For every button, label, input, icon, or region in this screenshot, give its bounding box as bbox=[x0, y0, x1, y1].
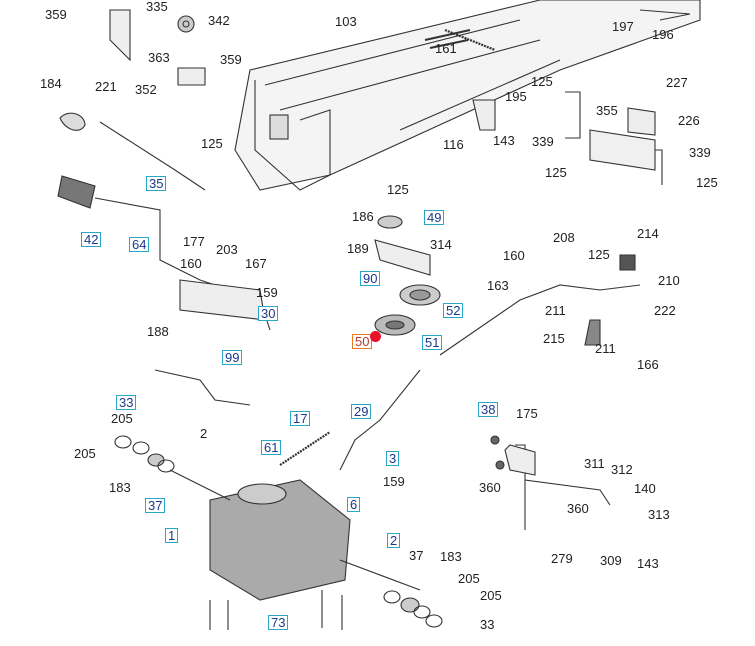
callout-label-211: 211 bbox=[595, 341, 616, 356]
part-link-99[interactable]: 99 bbox=[222, 350, 243, 365]
callout-label-355: 355 bbox=[596, 103, 618, 118]
part-link-35[interactable]: 35 bbox=[146, 176, 167, 191]
part-link-52[interactable]: 52 bbox=[443, 303, 464, 318]
callout-label-311: 311 bbox=[584, 456, 605, 471]
callout-label-203: 203 bbox=[216, 242, 238, 257]
frame-drawing bbox=[57, 0, 701, 630]
callout-label-309: 309 bbox=[600, 553, 622, 568]
part-link-90[interactable]: 90 bbox=[360, 271, 381, 286]
callout-label-205: 205 bbox=[111, 411, 133, 426]
callout-label-175: 175 bbox=[516, 406, 538, 421]
callout-label-314: 314 bbox=[430, 237, 452, 252]
callout-label-125: 125 bbox=[545, 165, 567, 180]
callout-label-205: 205 bbox=[480, 588, 502, 603]
callout-label-227: 227 bbox=[666, 75, 688, 90]
part-link-6[interactable]: 6 bbox=[347, 497, 361, 512]
part-link-73[interactable]: 73 bbox=[268, 615, 289, 630]
selected-part-marker bbox=[370, 331, 381, 342]
callout-label-359: 359 bbox=[45, 7, 67, 22]
part-link-51[interactable]: 51 bbox=[422, 335, 443, 350]
part-link-49[interactable]: 49 bbox=[424, 210, 445, 225]
callout-label-125: 125 bbox=[588, 247, 610, 262]
callout-label-226: 226 bbox=[678, 113, 700, 128]
callout-label-339: 339 bbox=[532, 134, 554, 149]
part-link-38[interactable]: 38 bbox=[478, 402, 499, 417]
part-link-29[interactable]: 29 bbox=[351, 404, 372, 419]
callout-label-103: 103 bbox=[335, 14, 357, 29]
callout-label-125: 125 bbox=[201, 136, 223, 151]
callout-label-222: 222 bbox=[654, 303, 676, 318]
callout-label-125: 125 bbox=[531, 74, 553, 89]
callout-label-188: 188 bbox=[147, 324, 169, 339]
callout-label-342: 342 bbox=[208, 13, 230, 28]
callout-label-159: 159 bbox=[383, 474, 405, 489]
part-link-30[interactable]: 30 bbox=[258, 306, 279, 321]
callout-label-166: 166 bbox=[637, 357, 659, 372]
part-link-17[interactable]: 17 bbox=[290, 411, 311, 426]
callout-label-360: 360 bbox=[567, 501, 589, 516]
callout-label-186: 186 bbox=[352, 209, 374, 224]
part-link-1[interactable]: 1 bbox=[165, 528, 179, 543]
callout-label-339: 339 bbox=[689, 145, 711, 160]
callout-label-177: 177 bbox=[183, 234, 205, 249]
callout-label-363: 363 bbox=[148, 50, 170, 65]
callout-label-125: 125 bbox=[696, 175, 718, 190]
callout-label-160: 160 bbox=[503, 248, 525, 263]
callout-label-143: 143 bbox=[637, 556, 659, 571]
callout-label-208: 208 bbox=[553, 230, 575, 245]
callout-label-183: 183 bbox=[109, 480, 131, 495]
callout-label-197: 197 bbox=[612, 19, 634, 34]
callout-label-37: 37 bbox=[409, 548, 424, 563]
callout-label-159: 159 bbox=[256, 285, 278, 300]
callout-label-161: 161 bbox=[435, 41, 457, 56]
callout-label-33: 33 bbox=[480, 617, 495, 632]
callout-label-195: 195 bbox=[505, 89, 527, 104]
callout-label-189: 189 bbox=[347, 241, 369, 256]
part-link-64[interactable]: 64 bbox=[129, 237, 150, 252]
callout-label-196: 196 bbox=[652, 27, 674, 42]
part-link-33[interactable]: 33 bbox=[116, 395, 137, 410]
callout-label-359: 359 bbox=[220, 52, 242, 67]
part-link-50[interactable]: 50 bbox=[352, 334, 373, 349]
callout-label-211: 211 bbox=[545, 303, 566, 318]
callout-label-279: 279 bbox=[551, 551, 573, 566]
callout-label-205: 205 bbox=[74, 446, 96, 461]
callout-label-163: 163 bbox=[487, 278, 509, 293]
callout-label-313: 313 bbox=[648, 507, 670, 522]
callout-label-312: 312 bbox=[611, 462, 633, 477]
callout-label-140: 140 bbox=[634, 481, 656, 496]
callout-label-125: 125 bbox=[387, 182, 409, 197]
callout-label-184: 184 bbox=[40, 76, 62, 91]
callout-label-167: 167 bbox=[245, 256, 267, 271]
part-link-2[interactable]: 2 bbox=[387, 533, 401, 548]
callout-label-221: 221 bbox=[95, 79, 117, 94]
part-link-3[interactable]: 3 bbox=[386, 451, 400, 466]
callout-label-2: 2 bbox=[200, 426, 208, 441]
callout-label-352: 352 bbox=[135, 82, 157, 97]
part-link-42[interactable]: 42 bbox=[81, 232, 102, 247]
callout-label-205: 205 bbox=[458, 571, 480, 586]
callout-label-214: 214 bbox=[637, 226, 659, 241]
part-link-37[interactable]: 37 bbox=[145, 498, 166, 513]
callout-label-116: 116 bbox=[443, 137, 464, 152]
part-link-61[interactable]: 61 bbox=[261, 440, 282, 455]
callout-label-335: 335 bbox=[146, 0, 168, 14]
callout-label-210: 210 bbox=[658, 273, 680, 288]
callout-label-160: 160 bbox=[180, 256, 202, 271]
callout-label-360: 360 bbox=[479, 480, 501, 495]
callout-label-183: 183 bbox=[440, 549, 462, 564]
callout-label-215: 215 bbox=[543, 331, 565, 346]
callout-label-143: 143 bbox=[493, 133, 515, 148]
